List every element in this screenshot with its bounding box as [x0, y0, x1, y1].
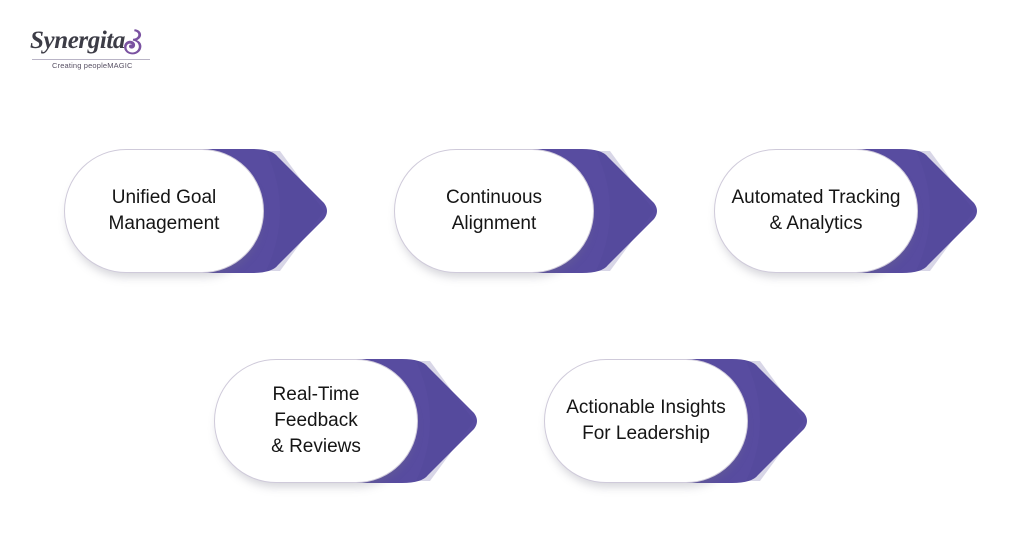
card-label: Continuous Alignment [445, 187, 543, 234]
card-arrow-shade [596, 151, 654, 271]
swirl-icon [120, 28, 144, 58]
card-pill[interactable]: Actionable Insights For Leadership [544, 359, 748, 483]
logo-divider [32, 59, 150, 60]
card-label: Unified Goal Management [108, 187, 220, 234]
card-arrow-shade [746, 361, 804, 481]
logo-wordmark-row: Synergita [30, 27, 152, 58]
feature-card-unified-goal-management[interactable]: Unified Goal Management [64, 149, 327, 273]
feature-card-continuous-alignment[interactable]: Continuous Alignment [394, 149, 657, 273]
card-pill[interactable]: Automated Tracking & Analytics [714, 149, 918, 273]
card-label: Automated Tracking & Analytics [731, 187, 901, 234]
card-arrow-shade [266, 151, 324, 271]
card-arrow-shade [916, 151, 974, 271]
feature-card-actionable-insights-for-leadership[interactable]: Actionable Insights For Leadership [544, 359, 807, 483]
feature-card-real-time-feedback-reviews[interactable]: Real-Time Feedback & Reviews [214, 359, 477, 483]
card-arrow-shade [416, 361, 474, 481]
logo-tagline-text: Creating peopleMAGIC [52, 61, 133, 70]
card-pill[interactable]: Continuous Alignment [394, 149, 594, 273]
card-pill[interactable]: Real-Time Feedback & Reviews [214, 359, 418, 483]
card-label: Actionable Insights For Leadership [566, 397, 726, 444]
synergita-logo: Synergita Creating peopleMAGIC [30, 27, 152, 74]
logo-wordmark-text: Synergita [30, 27, 126, 54]
card-pill[interactable]: Unified Goal Management [64, 149, 264, 273]
feature-card-automated-tracking-analytics[interactable]: Automated Tracking & Analytics [714, 149, 977, 273]
card-label: Real-Time Feedback & Reviews [271, 384, 361, 457]
